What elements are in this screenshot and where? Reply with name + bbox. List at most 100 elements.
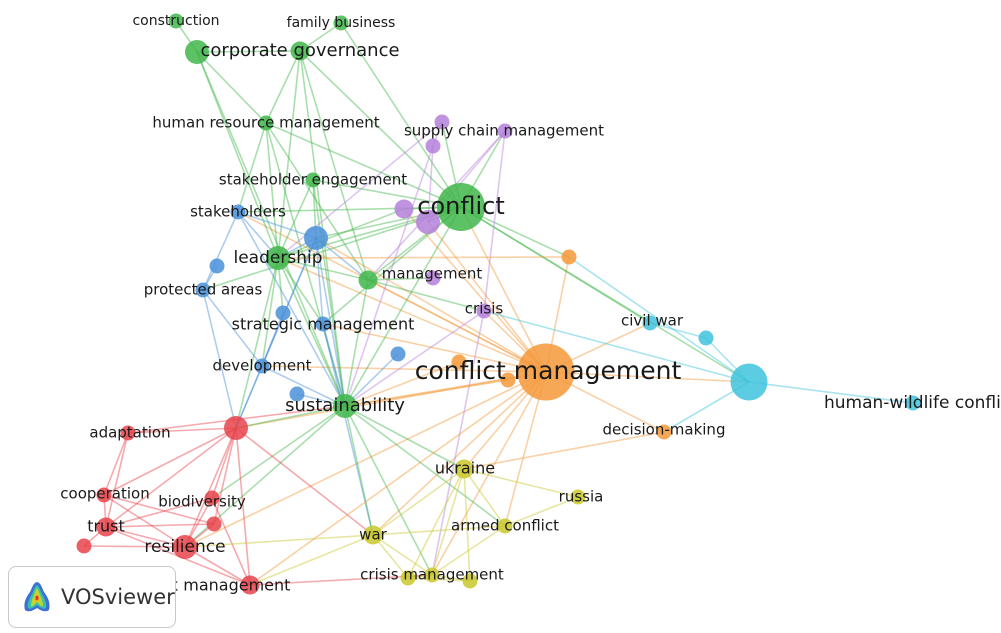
label-crisis-management: crisis management	[360, 566, 504, 584]
node-stakeholder-engagement[interactable]	[305, 172, 321, 188]
link-conflict-management-blue-big	[315, 237, 547, 373]
link-sustainability-armed-conflict	[344, 405, 506, 527]
node-yellow-b[interactable]	[462, 573, 478, 589]
link-adaptation-trust	[105, 432, 129, 528]
link-conflict-management-purple-c	[403, 208, 547, 373]
vosviewer-logo-text: VOSviewer	[61, 585, 175, 609]
node-purple-b[interactable]	[425, 138, 441, 154]
node-red-b[interactable]	[76, 538, 92, 554]
node-conflict[interactable]	[437, 183, 485, 231]
node-orange-a[interactable]	[561, 249, 577, 265]
node-blue-d[interactable]	[390, 346, 406, 362]
node-orange-b[interactable]	[451, 354, 467, 370]
link-conflict-management-resilience	[184, 371, 547, 548]
label-crisis: crisis	[465, 300, 504, 318]
node-human-resource-management[interactable]	[258, 115, 274, 131]
link-cyan-big-human-wildlife-conflict	[748, 381, 914, 404]
label-stakeholder-engagement: stakeholder engagement	[219, 171, 407, 189]
node-corporate-governance[interactable]	[185, 40, 209, 64]
link-red-big-cooperation	[103, 427, 237, 496]
link-leadership-sustainability	[277, 257, 346, 407]
label-adaptation: adaptation	[89, 424, 170, 442]
node-management[interactable]	[358, 270, 378, 290]
node-biodiversity[interactable]	[204, 490, 220, 506]
link-crisis-crisis-management	[431, 310, 485, 576]
node-orange-c[interactable]	[500, 372, 516, 388]
label-civil-war: civil war	[621, 312, 684, 330]
node-blue-big[interactable]	[304, 226, 328, 250]
node-purple-e[interactable]	[425, 270, 441, 286]
vosviewer-heatmap-icon	[24, 582, 50, 612]
link-stakeholder-engagement-sustainability	[312, 179, 346, 407]
node-blue-e[interactable]	[289, 386, 305, 402]
link-purple-b-sustainability	[344, 145, 434, 407]
link-blue-c-development	[261, 312, 284, 367]
link-blue-d-sustainability	[344, 353, 399, 407]
node-civil-war[interactable]	[642, 315, 658, 331]
node-trust[interactable]	[96, 517, 116, 537]
link-ukraine-armed-conflict	[463, 468, 506, 527]
node-conflict-management[interactable]	[517, 343, 575, 401]
node-decision-making[interactable]	[656, 424, 672, 440]
link-war-crisis-management	[372, 534, 433, 576]
link-crisis-sustainability	[344, 310, 485, 407]
node-blue-c[interactable]	[275, 305, 291, 321]
link-sustainability-war	[344, 405, 374, 536]
node-russia[interactable]	[570, 489, 586, 505]
link-corporate-governance-leadership	[196, 51, 279, 259]
node-purple-a[interactable]	[434, 114, 450, 130]
node-yellow-a[interactable]	[400, 570, 416, 586]
link-conflict-corporate-governance-2	[299, 50, 462, 208]
link-biodiversity-trust	[105, 497, 213, 528]
node-leadership[interactable]	[266, 246, 290, 270]
node-corporate-governance-2[interactable]	[290, 41, 310, 61]
link-leadership-red-big	[235, 257, 279, 429]
label-development: development	[213, 357, 312, 375]
node-human-wildlife-conflict[interactable]	[905, 395, 921, 411]
node-ukraine[interactable]	[454, 459, 474, 479]
node-family-business[interactable]	[333, 15, 349, 31]
link-protected-areas-red-big	[202, 289, 237, 429]
link-ukraine-crisis-management	[431, 468, 465, 576]
node-construction[interactable]	[168, 13, 184, 29]
node-red-big[interactable]	[224, 416, 248, 440]
node-red-a[interactable]	[206, 516, 222, 532]
node-cyan-big[interactable]	[730, 363, 768, 401]
link-ukraine-war	[372, 468, 465, 536]
label-family-business: family business	[287, 15, 396, 31]
link-decision-making-ukraine	[463, 431, 665, 470]
node-stakeholders[interactable]	[230, 204, 246, 220]
link-corporate-governance-corporate-governance-2	[196, 50, 301, 53]
node-cyan-a[interactable]	[698, 330, 714, 346]
node-supply-chain-management[interactable]	[497, 123, 513, 139]
node-sustainability[interactable]	[333, 394, 357, 418]
link-ukraine-russia	[463, 468, 579, 498]
link-armed-conflict-war	[372, 525, 506, 536]
link-sustainability-biodiversity	[211, 405, 346, 499]
node-protected-areas[interactable]	[195, 282, 211, 298]
node-war[interactable]	[363, 525, 383, 545]
node-purple-c[interactable]	[394, 199, 414, 219]
node-cooperation[interactable]	[96, 487, 112, 503]
node-crisis[interactable]	[476, 303, 492, 319]
link-strategic-management-war	[322, 323, 374, 536]
node-resilience[interactable]	[173, 535, 197, 559]
node-adaptation[interactable]	[120, 425, 136, 441]
node-crisis-management[interactable]	[424, 567, 440, 583]
link-stakeholders-protected-areas	[202, 211, 239, 291]
node-armed-conflict[interactable]	[497, 518, 513, 534]
link-management-sustainability	[344, 279, 369, 407]
nodes-layer[interactable]	[76, 13, 921, 595]
node-development[interactable]	[254, 358, 270, 374]
label-supply-chain-management: supply chain management	[404, 122, 604, 140]
node-risk-management[interactable]	[240, 575, 260, 595]
link-conflict-management-purple-d	[427, 221, 547, 373]
link-conflict-human-resource-management	[265, 122, 462, 208]
link-cyan-big-crisis	[483, 310, 750, 383]
node-blue-small[interactable]	[209, 258, 225, 274]
node-purple-d[interactable]	[416, 210, 440, 234]
node-strategic-management[interactable]	[315, 316, 331, 332]
